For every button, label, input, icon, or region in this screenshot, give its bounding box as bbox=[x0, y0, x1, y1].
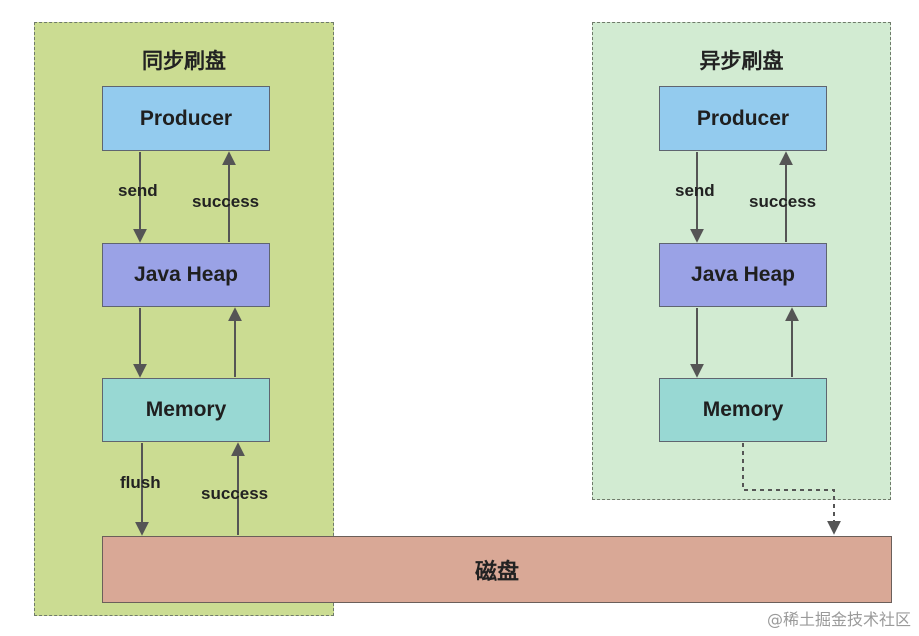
disk-box: 磁盘 bbox=[102, 536, 892, 603]
sync-panel-title: 同步刷盘 bbox=[142, 49, 226, 73]
sync-success-label-lower: success bbox=[201, 484, 269, 503]
sync-producer-box: Producer bbox=[102, 86, 270, 151]
watermark: @稀土掘金技术社区 bbox=[766, 610, 911, 629]
async-flush-dashed-arrow bbox=[742, 443, 841, 535]
sync-success-label-upper: success bbox=[192, 192, 260, 211]
sync-flush-label: flush bbox=[120, 473, 161, 492]
sync-java-heap-box: Java Heap bbox=[102, 243, 270, 307]
async-panel-title: 异步刷盘 bbox=[699, 49, 784, 73]
async-send-label: send bbox=[675, 181, 715, 200]
async-success-label: success bbox=[749, 192, 817, 211]
sync-memory-box: Memory bbox=[102, 378, 270, 442]
sync-send-label: send bbox=[118, 181, 158, 200]
async-java-heap-box: Java Heap bbox=[659, 243, 827, 307]
async-producer-box: Producer bbox=[659, 86, 827, 151]
async-memory-box: Memory bbox=[659, 378, 827, 442]
